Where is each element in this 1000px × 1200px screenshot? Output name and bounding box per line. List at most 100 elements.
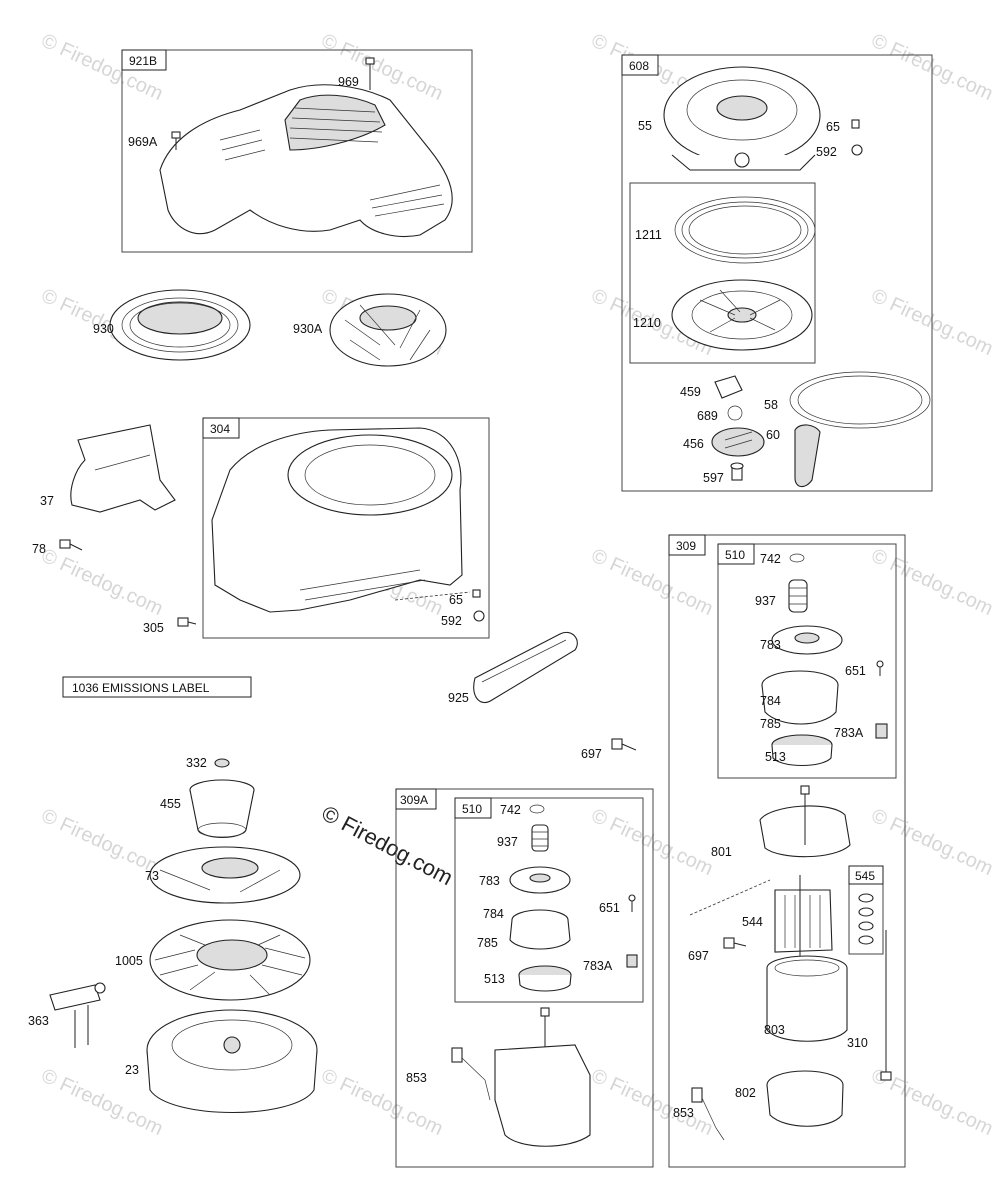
- air-guide-37: [70, 424, 176, 513]
- armature-363: [49, 982, 106, 1048]
- watermark: © Firedog.com: [868, 805, 996, 880]
- label-37: 37: [40, 494, 54, 508]
- brush-plate-802: [766, 1070, 844, 1127]
- pinion-513-upper: [771, 734, 833, 766]
- group-921B: 921B 969 969A: [121, 49, 473, 253]
- tag-921B-text: 921B: [129, 54, 157, 68]
- label-925: 925: [448, 691, 469, 705]
- label-742-lower: 742: [500, 803, 521, 817]
- frame-608: [621, 54, 933, 492]
- frame-housing-803: [766, 955, 848, 1042]
- screw-651-lower: [628, 894, 636, 912]
- tag-304: [202, 417, 240, 439]
- rotating-screen-930A: [329, 293, 447, 367]
- screw-969: [365, 57, 375, 90]
- frame-309A: [395, 788, 654, 1168]
- clutch-784-upper: [761, 670, 839, 725]
- label-513-upper: 513: [765, 750, 786, 764]
- spring-937-lower: [531, 824, 549, 852]
- tag-608-text: 608: [629, 59, 649, 73]
- spring-1211: [674, 196, 816, 264]
- label-783-lower: 783: [479, 874, 500, 888]
- watermark: © Firedog.com: [38, 545, 166, 620]
- washers-545: [858, 893, 874, 945]
- frame-921B: [121, 49, 473, 253]
- frame-304: [202, 417, 490, 639]
- label-1210: 1210: [633, 316, 661, 330]
- pinion-513-lower: [518, 965, 572, 992]
- group-309A: 309A 510 742 937 783 651 784 785 783A 51…: [395, 788, 654, 1168]
- group-304: 304 65 592: [202, 417, 490, 639]
- label-697-top: 697: [581, 747, 602, 761]
- blower-housing-part: [211, 427, 463, 613]
- emissions-label-box: [62, 676, 252, 698]
- label-1005: 1005: [115, 954, 143, 968]
- group-608: 608 55 65 592 1211 1210 459 689: [621, 54, 933, 492]
- label-930: 930: [93, 322, 114, 336]
- label-783-upper: 783: [760, 638, 781, 652]
- tag-510-lower-text: 510: [462, 802, 482, 816]
- label-801: 801: [711, 845, 732, 859]
- label-930A: 930A: [293, 322, 323, 336]
- connector-853-lower: [451, 1047, 491, 1101]
- screw-78: [59, 539, 83, 551]
- center-watermark: © Firedog.com: [318, 800, 457, 890]
- tag-510-upper-text: 510: [725, 548, 745, 562]
- label-784-upper: 784: [760, 694, 781, 708]
- label-803: 803: [764, 1023, 785, 1037]
- screen-73: [149, 846, 301, 904]
- label-55: 55: [638, 119, 652, 133]
- label-332: 332: [186, 756, 207, 770]
- label-65-starter: 65: [826, 120, 840, 134]
- dog-459: [714, 375, 743, 399]
- label-58: 58: [764, 398, 778, 412]
- pulley-1210: [671, 279, 813, 351]
- tag-309A-text: 309A: [400, 793, 428, 807]
- blower-cover-part: [159, 84, 453, 238]
- flywheel-fan-1005: [149, 919, 311, 1001]
- label-456: 456: [683, 437, 704, 451]
- fan-cup-455: [189, 779, 255, 839]
- nut-592-starter: [851, 144, 863, 156]
- label-651-lower: 651: [599, 901, 620, 915]
- label-969A: 969A: [128, 135, 158, 149]
- cap-783A-upper: [875, 723, 888, 739]
- label-937-lower: 937: [497, 835, 518, 849]
- label-310: 310: [847, 1036, 868, 1050]
- label-651-upper: 651: [845, 664, 866, 678]
- label-853-lower: 853: [406, 1071, 427, 1085]
- spring-937-upper: [788, 579, 808, 613]
- label-459: 459: [680, 385, 701, 399]
- label-785-upper: 785: [760, 717, 781, 731]
- frame-510-upper: [717, 543, 897, 779]
- watermark: © Firedog.com: [318, 1065, 446, 1140]
- label-802: 802: [735, 1086, 756, 1100]
- label-65-housing: 65: [449, 593, 463, 607]
- clutch-784-lower: [509, 909, 571, 950]
- rope-58: [789, 371, 931, 429]
- label-937-upper: 937: [755, 594, 776, 608]
- label-742-upper: 742: [760, 552, 781, 566]
- screw-697-top: [611, 738, 637, 751]
- label-853-right: 853: [673, 1106, 694, 1120]
- tag-309-text: 309: [676, 539, 696, 553]
- label-1211: 1211: [635, 228, 662, 242]
- label-697-right: 697: [688, 949, 709, 963]
- spring-689: [727, 405, 743, 421]
- nut-332: [214, 758, 230, 768]
- tag-545: [848, 865, 884, 885]
- handle-guard-925: [473, 632, 578, 704]
- starter-motor-lower: [494, 1007, 591, 1147]
- tag-309A: [395, 788, 437, 810]
- watermark: © Firedog.com: [38, 1065, 166, 1140]
- retainer-456: [711, 427, 765, 457]
- screw-651-upper: [876, 660, 884, 676]
- label-784-lower: 784: [483, 907, 504, 921]
- frame-309: [668, 534, 906, 1168]
- gear-783-lower: [509, 866, 571, 894]
- label-305: 305: [143, 621, 164, 635]
- label-783A-upper: 783A: [834, 726, 864, 740]
- screw-305: [177, 617, 197, 627]
- emissions-label: 1036 EMISSIONS LABEL: [72, 681, 210, 695]
